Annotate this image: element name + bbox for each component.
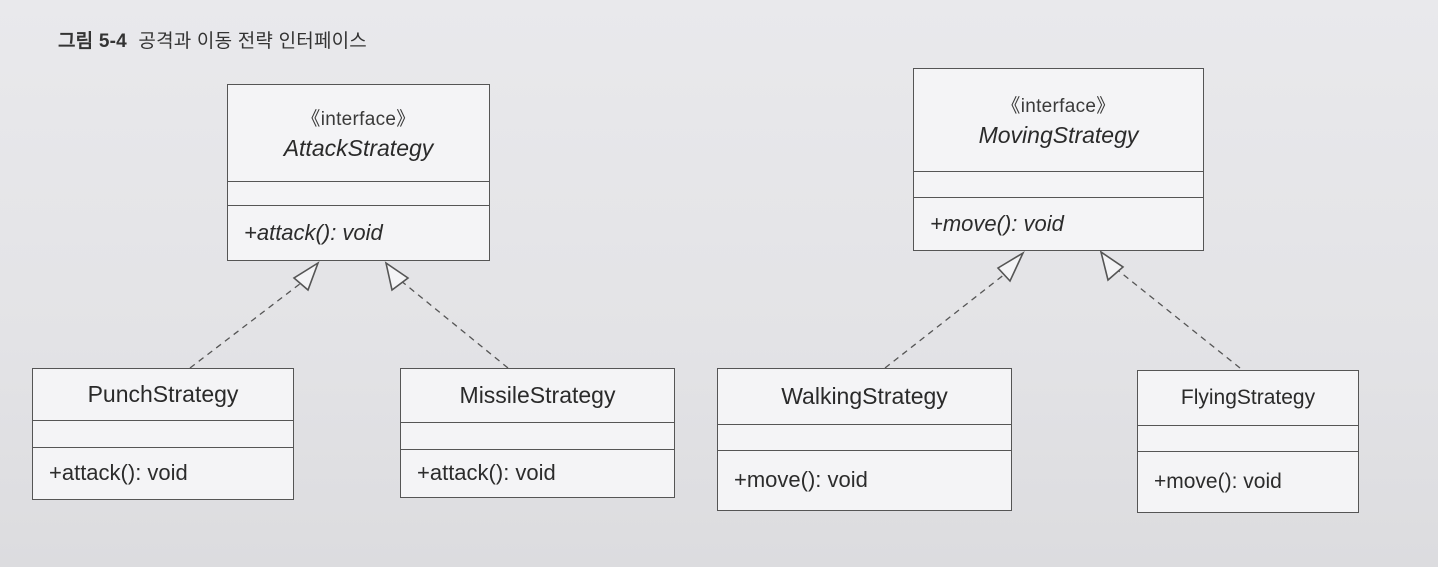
name-compartment: PunchStrategy — [33, 369, 293, 421]
name-compartment: WalkingStrategy — [718, 369, 1011, 425]
operation-label: +move(): void — [1154, 469, 1282, 493]
missile-strategy-class: MissileStrategy +attack(): void — [400, 368, 675, 498]
stereotype-label: 《interface》 — [1001, 96, 1116, 117]
attack-strategy-interface: 《interface》 AttackStrategy +attack(): vo… — [227, 84, 490, 261]
name-compartment: FlyingStrategy — [1138, 371, 1358, 426]
attribute-compartment — [914, 172, 1203, 198]
stereotype-label: 《interface》 — [301, 109, 416, 130]
punch-strategy-class: PunchStrategy +attack(): void — [32, 368, 294, 500]
attribute-compartment — [401, 423, 674, 450]
class-name: WalkingStrategy — [781, 383, 948, 409]
attribute-compartment — [1138, 426, 1358, 452]
figure-title: 공격과 이동 전략 인터페이스 — [138, 31, 367, 52]
flying-strategy-class: FlyingStrategy +move(): void — [1137, 370, 1359, 513]
figure-caption: 그림 5-4 공격과 이동 전략 인터페이스 — [58, 26, 367, 53]
walking-strategy-class: WalkingStrategy +move(): void — [717, 368, 1012, 511]
interface-name: AttackStrategy — [283, 135, 434, 161]
class-name: MissileStrategy — [459, 382, 616, 408]
interface-name: MovingStrategy — [978, 122, 1139, 148]
operation-label: +attack(): void — [417, 460, 556, 485]
edge-walking-to-moving — [884, 269, 1011, 369]
operation-label: +move(): void — [930, 210, 1064, 236]
edge-missile-to-attack — [399, 279, 509, 369]
edge-punch-to-attack — [189, 279, 306, 369]
name-compartment: 《interface》 AttackStrategy — [228, 85, 489, 182]
arrowhead-missile — [384, 261, 410, 292]
edge-flying-to-moving — [1114, 267, 1241, 369]
operation-label: +attack(): void — [49, 460, 188, 485]
attribute-compartment — [33, 421, 293, 448]
attribute-compartment — [228, 182, 489, 206]
operation-label: +move(): void — [734, 467, 868, 492]
name-compartment: MissileStrategy — [401, 369, 674, 423]
name-compartment: 《interface》 MovingStrategy — [914, 69, 1203, 172]
arrowhead-punch — [292, 261, 320, 292]
arrowhead-flying — [1099, 250, 1125, 282]
class-name: PunchStrategy — [87, 381, 239, 407]
operation-label: +attack(): void — [244, 219, 383, 245]
arrowhead-walking — [996, 250, 1025, 283]
class-name: FlyingStrategy — [1180, 386, 1316, 409]
figure-number: 그림 5-4 — [58, 31, 127, 52]
attribute-compartment — [718, 425, 1011, 451]
moving-strategy-interface: 《interface》 MovingStrategy +move(): void — [913, 68, 1204, 251]
